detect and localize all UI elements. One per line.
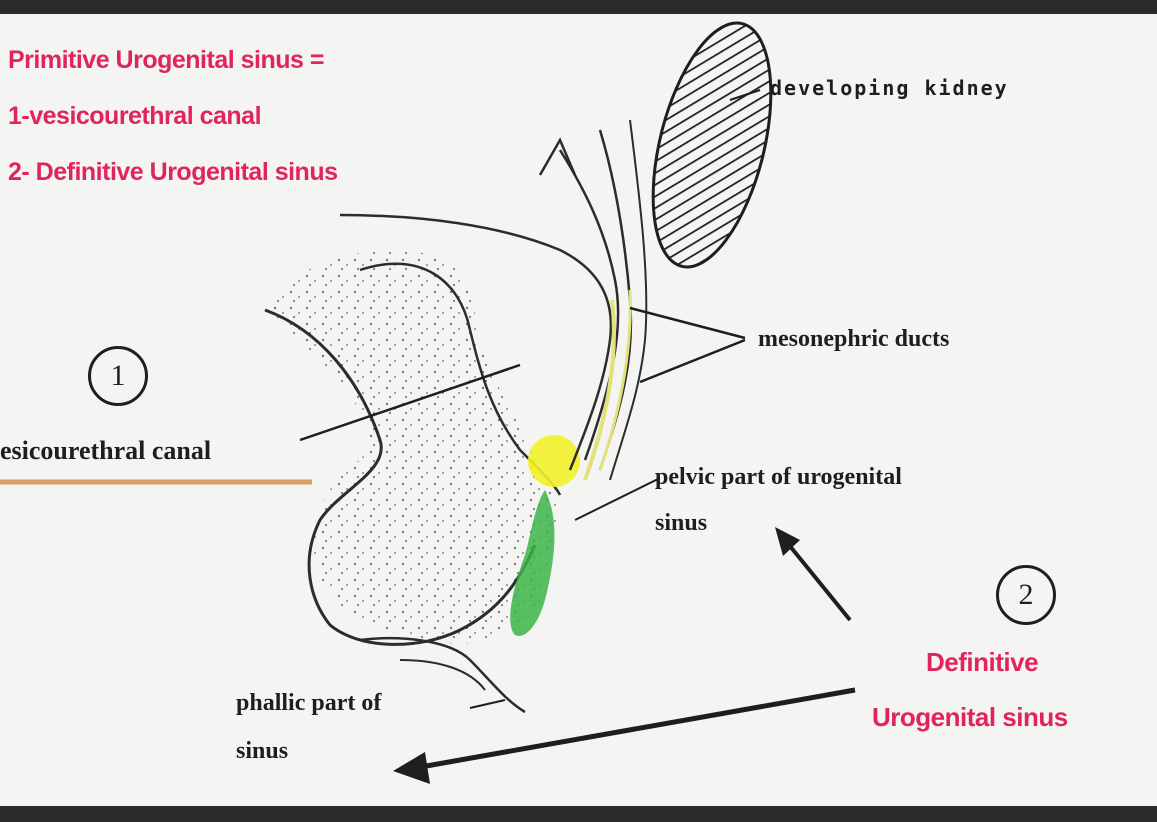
definitive-arrow-left: [415, 690, 855, 768]
title-line-1: Primitive Urogenital sinus =: [8, 46, 324, 75]
meso-pointer-2: [640, 340, 745, 382]
title-line-3: 2- Definitive Urogenital sinus: [8, 158, 338, 187]
label-vesicourethral-canal: esicourethral canal: [0, 436, 211, 466]
label-mesonephric-ducts: mesonephric ducts: [758, 326, 949, 353]
label-developing-kidney: developing kidney: [770, 76, 1009, 100]
kidney-shape: [631, 11, 792, 279]
label-pelvic-part-1: pelvic part of urogenital: [655, 464, 902, 491]
label-definitive-2: Urogenital sinus: [872, 702, 1068, 733]
phallic-contour-2: [400, 660, 485, 690]
duct-tip-arrow: [540, 140, 575, 175]
label-definitive-1: Definitive: [926, 647, 1038, 678]
definitive-arrow-up: [785, 540, 850, 620]
label-phallic-part-2: sinus: [236, 738, 288, 765]
junction-highlight: [528, 435, 580, 487]
pelvic-pointer: [575, 478, 660, 520]
marker-two: 2: [996, 565, 1056, 625]
label-phallic-part-1: phallic part of: [236, 690, 381, 717]
marker-one: 1: [88, 346, 148, 406]
duct-4: [610, 120, 646, 480]
label-pelvic-part-2: sinus: [655, 510, 707, 537]
phallic-pointer: [470, 700, 505, 708]
title-line-2: 1-vesicourethral canal: [8, 102, 261, 131]
definitive-arrow-left-head: [393, 752, 430, 784]
meso-pointer-1: [630, 308, 745, 338]
